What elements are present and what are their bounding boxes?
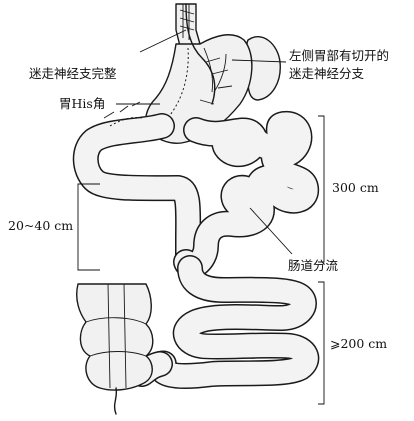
common-channel [142, 268, 306, 376]
label-20-40cm: 20~40 cm [8, 218, 73, 233]
label-intestinal-diversion: 肠道分流 [288, 258, 338, 273]
label-200cm: ⩾200 cm [330, 336, 387, 351]
label-vagus-intact: 迷走神经支完整 [29, 66, 117, 81]
alimentary-limb [186, 124, 306, 266]
label-his-angle: 胃His角 [59, 96, 105, 111]
bracket-200cm [318, 282, 324, 404]
label-left-gastric-line1: 左侧胃部有切开的 [289, 48, 389, 63]
appendix [115, 388, 117, 414]
esophagus [176, 4, 200, 46]
label-300cm: 300 cm [332, 180, 379, 195]
colon [77, 284, 153, 414]
biliopancreatic-limb [86, 102, 188, 262]
label-left-gastric-line2: 迷走神经分支 [289, 66, 364, 81]
bracket-20-40cm [78, 184, 100, 270]
